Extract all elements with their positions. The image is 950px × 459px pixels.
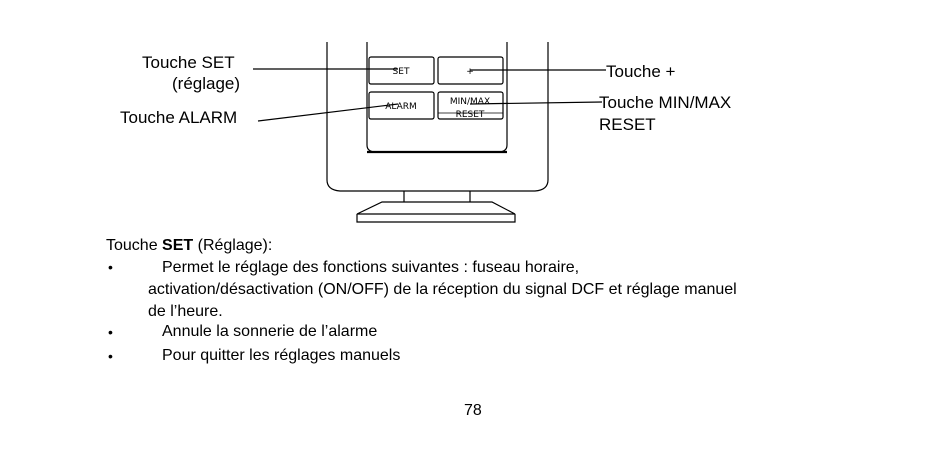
alarm-button-shape	[368, 91, 435, 120]
heading-prefix: Touche	[106, 237, 163, 254]
bullet-1-line3: de l’heure.	[148, 303, 223, 320]
minmax-button-label-line2: RESET	[456, 110, 485, 120]
callout-plus: Touche +	[606, 62, 676, 81]
bullet-2-line1: Annule la sonnerie de l’alarme	[162, 323, 378, 340]
callout-set-line2: (réglage)	[172, 74, 241, 93]
page-number: 78	[464, 402, 482, 419]
bullet-1-line1: Permet le réglage des fonctions suivante…	[162, 259, 580, 276]
set-button-shape	[368, 56, 435, 85]
callout-minmax-line1: Touche MIN/MAX	[599, 93, 732, 112]
bullet-2-symbol: •	[108, 324, 113, 340]
callout-minmax-line2: RESET	[599, 115, 656, 134]
plus-button-label: +	[466, 67, 474, 77]
callout-alarm: Touche ALARM	[120, 108, 238, 127]
heading-bold: SET	[162, 237, 194, 254]
device-illustration: SET + ALARM MIN/MAX RESET	[253, 42, 606, 223]
alarm-button-label: ALARM	[385, 102, 417, 112]
device-stand	[356, 191, 516, 223]
section-heading: Touche SET (Réglage):	[106, 235, 272, 257]
minmax-button-shape	[437, 91, 504, 120]
bullet-3-line1: Pour quitter les réglages manuels	[162, 347, 401, 364]
alarm-callout-line	[257, 103, 399, 122]
bullet-3-symbol: •	[108, 348, 113, 364]
minmax-callout-line	[469, 101, 603, 105]
device-body-outline	[326, 42, 549, 192]
minmax-button-label-line1: MIN/MAX	[450, 97, 490, 107]
bullet-1-line2: activation/désactivation (ON/OFF) de la …	[148, 281, 737, 298]
set-button-label: SET	[393, 67, 410, 77]
heading-suffix: (Réglage):	[193, 237, 273, 254]
callout-set-line1: Touche SET	[142, 53, 235, 72]
bullet-1-symbol: •	[108, 259, 113, 275]
